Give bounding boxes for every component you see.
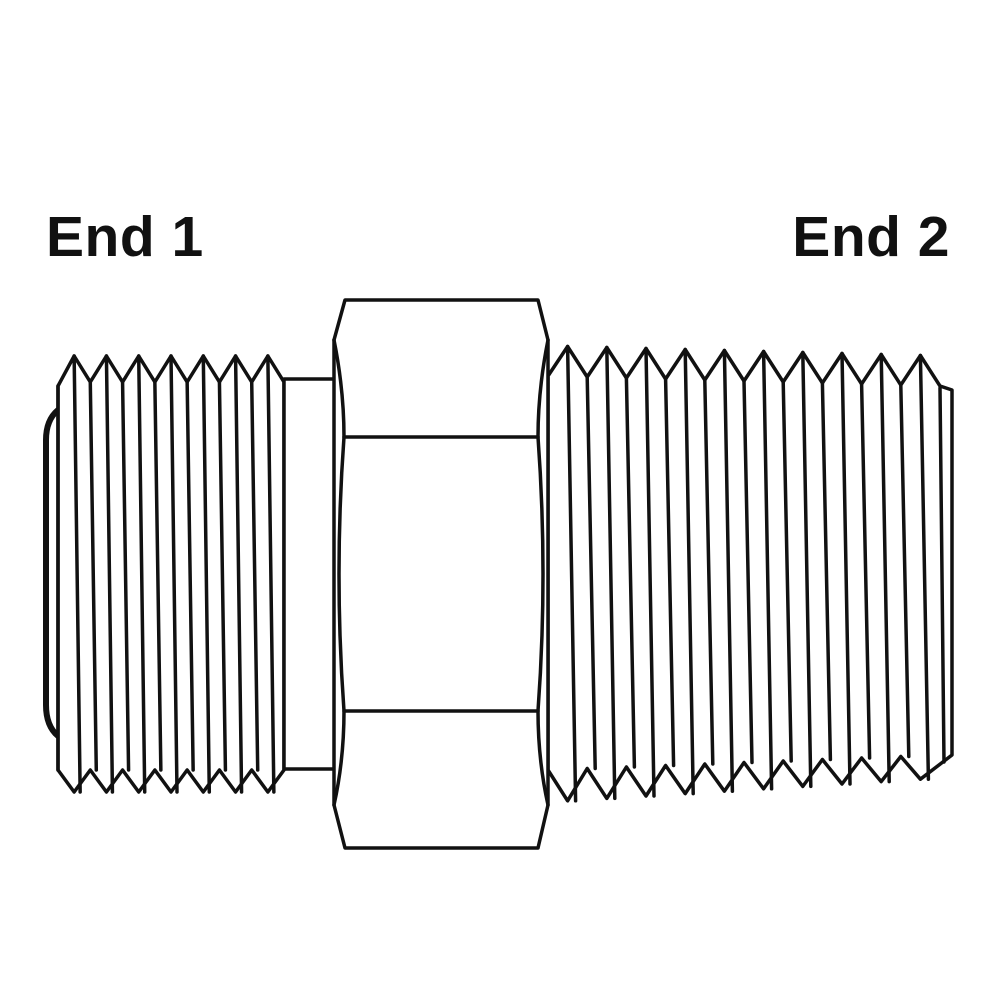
hex-nut-outline [332, 298, 550, 850]
end-1-thread-crest-line [136, 354, 147, 794]
end-2-thread-crest-line [683, 347, 695, 796]
end-1-thread-crest-line [72, 354, 82, 794]
hex-middle-face-left-edge [337, 435, 346, 713]
end-2-thread-crest-line [644, 346, 656, 798]
end-2-thread-root-line [899, 383, 911, 759]
end-2-thread-root-line [859, 382, 872, 760]
end-2-thread-root-line [585, 375, 597, 771]
end-2-label: End 2 [792, 205, 950, 269]
end-1-thread-root-line [217, 380, 228, 772]
hex-nut [332, 298, 550, 850]
end-1-thread [43, 354, 286, 794]
end-1-thread-root-line [120, 380, 131, 772]
end-1-thread-crest-line [266, 354, 276, 794]
end-2-thread-root-line [663, 377, 676, 768]
end-2-thread-root-line [781, 380, 793, 763]
end-2-thread-crest-line [565, 344, 578, 803]
end-1-thread-crest-line [104, 354, 115, 794]
end-2-thread-root-line [742, 379, 754, 765]
end-1-thread-root-line [185, 380, 195, 772]
hex-middle-face-right-edge [536, 435, 545, 713]
end-2-thread-root-line [820, 381, 833, 762]
end-1-label: End 1 [46, 205, 204, 269]
end-2-thread-crest-line [918, 353, 931, 781]
end-2-thread-crest-line [605, 345, 617, 801]
end-1-thread-root-line [249, 380, 260, 772]
end-1-thread-crest-line [169, 354, 179, 794]
end-2-thread-crest-line [801, 350, 813, 789]
o-ring [43, 407, 61, 739]
end-1-thread-root-line [88, 380, 99, 772]
end-2-chamfer-line [938, 386, 946, 764]
end-2-thread-crest-line [722, 348, 735, 793]
end-2-thread [546, 344, 954, 803]
end-2-thread-crest-line [840, 351, 852, 786]
end-1-thread-crest-line [201, 354, 212, 794]
end-2-thread-crest-line [761, 349, 774, 791]
end-2-thread-root-line [624, 376, 637, 769]
hex-top-face-edge [332, 338, 550, 439]
neck [282, 377, 338, 771]
neck-body [282, 377, 338, 771]
end-2-thread-crest-line [879, 352, 891, 784]
end-2-thread-root-line [703, 378, 715, 766]
hex-bottom-face-edge [332, 709, 550, 807]
end-1-thread-crest-line [233, 354, 244, 794]
end-1-thread-root-line [153, 380, 163, 772]
